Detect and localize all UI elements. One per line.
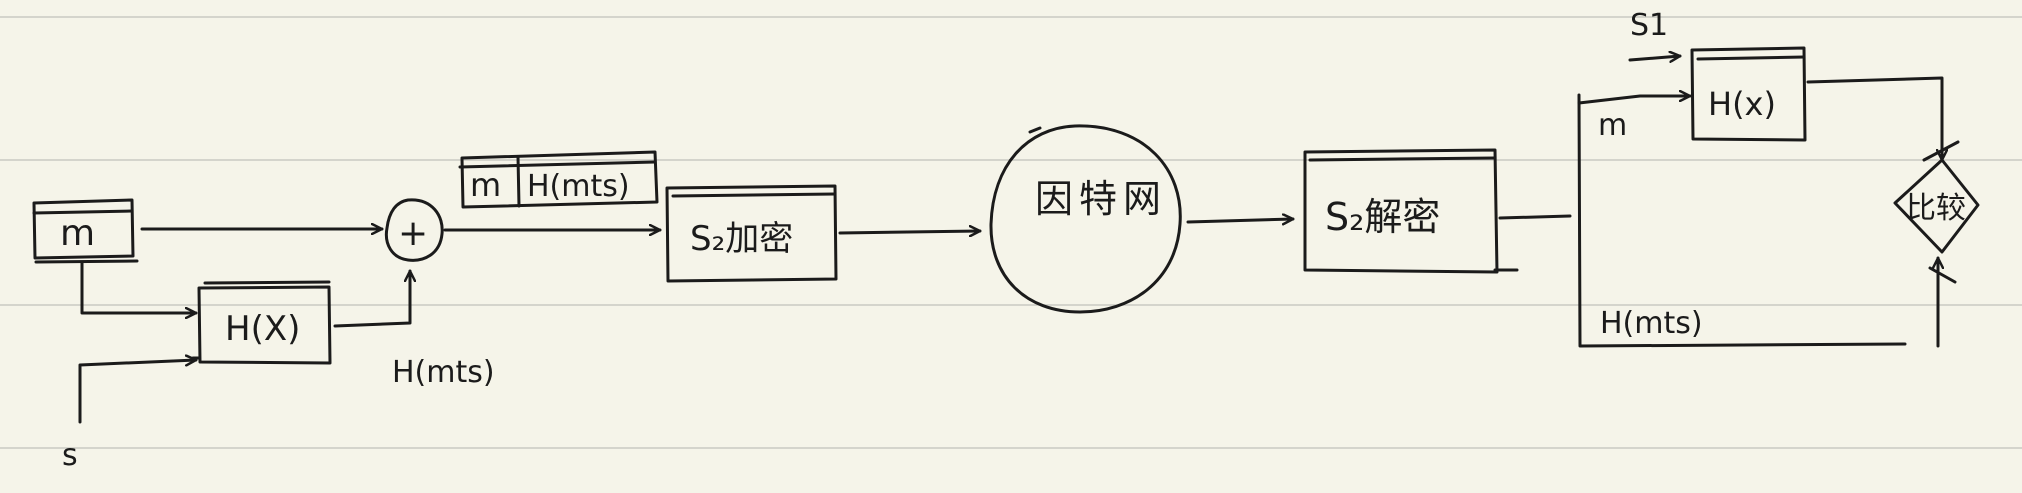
encrypt-box-label: S₂加密: [690, 219, 793, 259]
m-input-box: m: [32, 198, 139, 264]
arrow-hash-2-to-compare: [1806, 76, 1942, 162]
line-decrypt-out: [1498, 214, 1572, 220]
hash-result-label: H(mts): [392, 355, 495, 390]
s1-label: S1: [1630, 8, 1668, 43]
hash-box-2: H(x): [1690, 46, 1807, 142]
hash-box-1-label: H(X): [225, 309, 300, 349]
hash-box-1: H(X): [191, 280, 332, 365]
network-label: 因特网: [1035, 177, 1167, 221]
encrypt-box: S₂加密: [665, 184, 838, 283]
packet-box: m H(mts): [458, 150, 659, 209]
s-input-label: s: [62, 438, 78, 473]
arrow-m-to-hash: [80, 260, 198, 313]
plus-operator: +: [384, 198, 444, 262]
m-input-label: m: [60, 213, 95, 254]
arrow-s-to-hash: [78, 360, 198, 424]
compare-label: 比较: [1906, 191, 1966, 226]
decrypt-box: S₂解密: [1303, 148, 1519, 274]
receiver-hash-label: H(mts): [1600, 306, 1703, 341]
arrow-encrypt-to-network: [838, 231, 982, 233]
arrow-s1-to-hash-2: [1628, 56, 1682, 60]
hash-box-2-label: H(x): [1708, 85, 1776, 123]
compare-diamond: 比较: [1893, 140, 1980, 284]
arrow-hash-to-plus: [333, 269, 410, 328]
packet-hash-label: H(mts): [527, 169, 630, 204]
receiver-m-label: m: [1598, 108, 1627, 143]
arrow-m-to-hash-2: [1577, 96, 1692, 105]
notebook-rules: [0, 16, 2022, 449]
decrypt-box-label: S₂解密: [1325, 195, 1440, 239]
arrow-network-to-decrypt: [1186, 219, 1295, 222]
packet-m-label: m: [470, 166, 501, 204]
split-bracket: [1577, 93, 1907, 348]
plus-label: +: [398, 213, 428, 254]
internet-network: 因特网: [989, 124, 1182, 314]
